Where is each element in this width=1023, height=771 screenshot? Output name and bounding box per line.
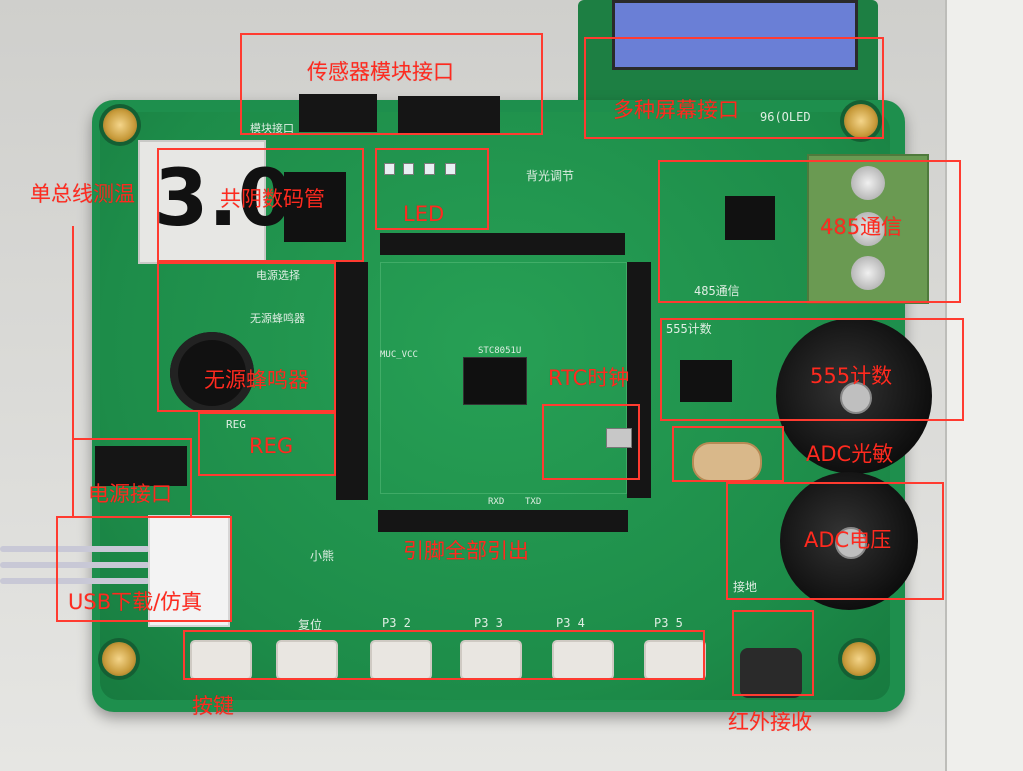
box-rtc <box>542 404 640 480</box>
xiaoxiong-silk: 小熊 <box>310 549 335 563</box>
rtc-crystal <box>606 428 632 448</box>
buzzer <box>170 332 254 414</box>
power-select-silk: 电源选择 <box>256 269 300 282</box>
pin-header-bottom <box>378 510 628 532</box>
usb-cable-1 <box>0 546 150 552</box>
label-pins: 引脚全部引出 <box>403 539 529 563</box>
sensor-header-right <box>398 96 500 134</box>
potentiometer-adc <box>780 472 918 610</box>
pin-header-top <box>380 233 625 255</box>
label-adc-light: ADC光敏 <box>806 442 894 466</box>
sensor-left-silk: 模块接口 <box>250 122 294 135</box>
usb-cable-3 <box>0 578 150 584</box>
key-label-p35: P3 5 <box>654 616 683 630</box>
box-7seg <box>157 148 364 262</box>
label-sensor-interface: 传感器模块接口 <box>307 60 454 84</box>
power-header <box>95 446 187 486</box>
usb-connector <box>148 515 230 627</box>
led-4 <box>445 163 456 175</box>
label-led: LED <box>403 202 445 226</box>
box-adc-voltage <box>726 482 944 600</box>
mount-hole-top-right <box>844 104 878 138</box>
label-adc-voltage: ADC电压 <box>804 528 892 552</box>
box-rs485 <box>658 160 961 303</box>
rxd-label: RXD <box>488 497 505 507</box>
box-555 <box>660 318 964 421</box>
box-usb <box>56 516 232 622</box>
box-sensor-interface <box>240 33 543 135</box>
key-power <box>190 640 252 680</box>
box-led <box>375 148 489 230</box>
box-buzzer <box>157 262 336 412</box>
terminal-screw-1 <box>851 166 885 200</box>
rs485-silk: 485通信 <box>694 284 740 298</box>
key-label-p32: P3 2 <box>382 616 411 630</box>
ground-silk: 接地 <box>733 580 758 594</box>
terminal-screw-2 <box>851 212 885 246</box>
background-panel <box>945 0 1023 771</box>
key-p33 <box>460 640 522 680</box>
backlight-silk: 背光调节 <box>526 169 575 183</box>
reg-silk: REG <box>226 418 246 431</box>
key-label-p33: P3 3 <box>474 616 503 630</box>
potentiometer-555-shaft <box>840 382 872 414</box>
box-temp-line <box>72 226 74 438</box>
label-7seg: 共阴数码管 <box>220 187 325 211</box>
oled-silk: 96(OLED <box>760 110 811 124</box>
chip-u5 <box>725 196 775 240</box>
photoresistor <box>692 442 762 482</box>
key-label-reset: 复位 <box>298 618 323 632</box>
chip-u10 <box>284 172 346 242</box>
terminal-screw-3 <box>851 256 885 290</box>
buzzer-select-silk: 无源蜂鸣器 <box>250 312 305 325</box>
key-reset <box>276 640 338 680</box>
label-reg: REG <box>249 434 294 458</box>
potentiometer-adc-shaft <box>835 527 867 559</box>
label-555: 555计数 <box>810 364 893 388</box>
label-ir: 红外接收 <box>728 710 812 734</box>
rs485-terminal-block <box>807 154 929 304</box>
label-buzzer: 无源蜂鸣器 <box>204 368 309 392</box>
label-keys: 按键 <box>192 694 234 718</box>
trace-area <box>380 262 627 494</box>
label-rs485: 485通信 <box>820 215 903 239</box>
box-screen-interface <box>584 37 884 139</box>
box-ir <box>732 610 814 696</box>
led-2 <box>403 163 414 175</box>
mcu-chip <box>463 357 527 405</box>
led-1 <box>384 163 395 175</box>
mount-hole-bottom-left <box>102 642 136 676</box>
label-power: 电源接口 <box>88 482 172 506</box>
sensor-header-left <box>299 94 377 132</box>
label-screen-interface: 多种屏幕接口 <box>613 98 739 122</box>
led-3 <box>424 163 435 175</box>
potentiometer-555 <box>776 318 932 474</box>
usb-cable-2 <box>0 562 150 568</box>
mount-hole-bottom-right <box>842 642 876 676</box>
label-rtc: RTC时钟 <box>548 366 630 390</box>
label-usb: USB下载/仿真 <box>68 590 203 614</box>
chip-u7 <box>680 360 732 402</box>
display-screen <box>612 0 858 70</box>
mount-hole-top-left <box>103 108 137 142</box>
pin-header-left <box>336 262 368 500</box>
key-p35 <box>644 640 706 680</box>
mcu-vcc-label: MUC_VCC <box>380 350 418 360</box>
box-adc-light <box>672 426 784 482</box>
ir-receiver <box>740 648 802 698</box>
txd-label: TXD <box>525 497 542 507</box>
box-power <box>72 438 192 518</box>
box-reg <box>198 412 336 476</box>
key-label-p34: P3 4 <box>556 616 585 630</box>
box-keys <box>183 630 705 680</box>
mcu-label: STC8051U <box>478 346 522 356</box>
label-single-bus-temp: 单总线测温 <box>30 182 135 206</box>
timer555-silk: 555计数 <box>666 322 712 336</box>
